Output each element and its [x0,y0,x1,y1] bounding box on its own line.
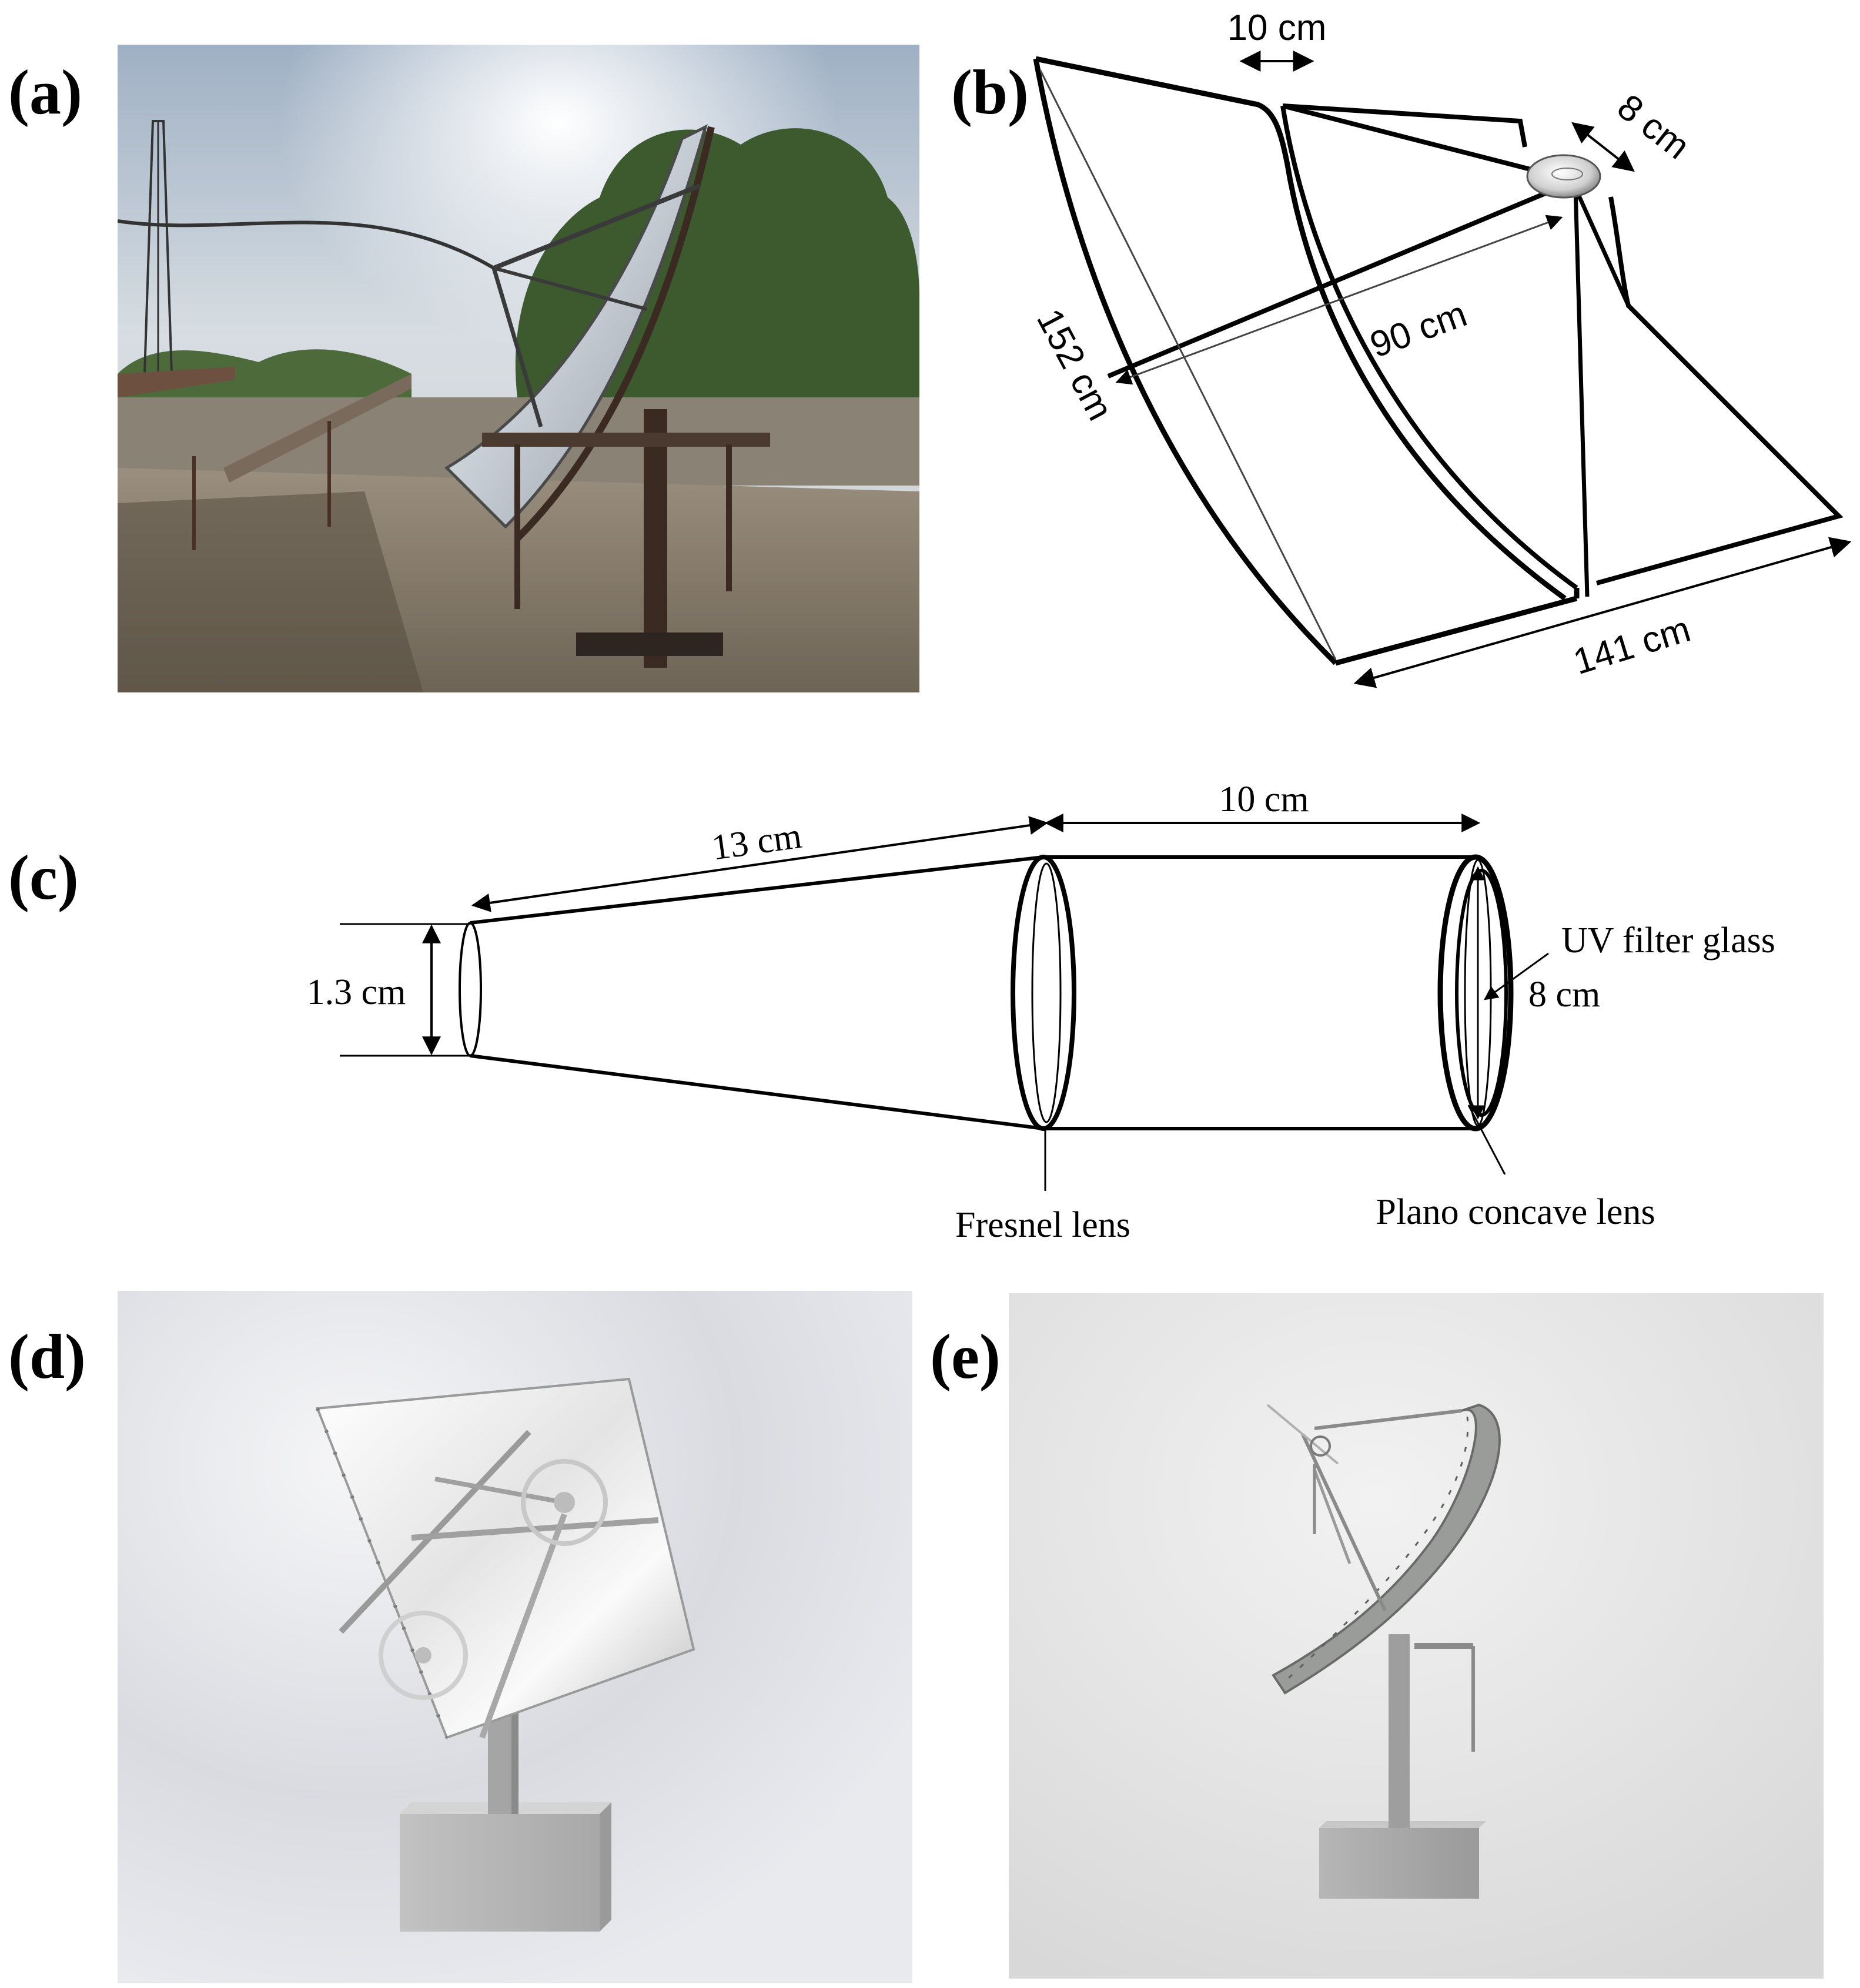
panel-c-lens-assembly: 13 cm 10 cm 1.3 cm 8 cm UV filter glass … [0,741,1860,1258]
callout-fresnel-lens: Fresnel lens [955,1205,1130,1245]
dim-10cm-cylinder: 10 cm [1219,779,1309,819]
dim-8cm-lens: 8 cm [1528,975,1600,1015]
fresnel-lens [1011,855,1076,1131]
callout-plano-concave-lens: Plano concave lens [1376,1192,1655,1232]
panel-label-c: (c) [8,843,79,913]
dish-render-front [118,1291,912,1983]
plano-concave-lens [1437,854,1514,1132]
panel-label-e: (e) [930,1322,1001,1392]
panel-a-photo [118,45,919,692]
panel-d-render [118,1291,912,1983]
panel-b-schematic: 10 cm 8 cm 90 cm 152 cm 141 cm [941,0,1860,705]
panel-label-d: (d) [8,1322,86,1392]
panel-label-a: (a) [8,58,82,128]
panel-label-b: (b) [951,58,1029,128]
dim-152cm: 152 cm [1029,302,1120,427]
dim-90cm: 90 cm [1365,293,1472,366]
callout-uv-filter-glass: UV filter glass [1561,921,1775,960]
trough-collector-diagram: 10 cm 8 cm 90 cm 152 cm 141 cm [1029,8,1852,688]
dim-141cm: 141 cm [1569,609,1695,682]
panel-e-render [1009,1293,1824,1979]
dish-render-side [1009,1293,1824,1979]
receiver-icon-side [1310,1435,1331,1457]
dim-1p3cm: 1.3 cm [307,972,406,1012]
dim-10cm-top: 10 cm [1227,8,1327,48]
solar-concentrator-photo [118,45,919,692]
receiver-ring-icon [521,1459,608,1546]
lens-assembly-diagram: 13 cm 10 cm 1.3 cm 8 cm UV filter glass … [307,779,1775,1245]
dim-8cm: 8 cm [1610,86,1697,167]
receiver-icon [1526,154,1601,199]
entrance-aperture [459,922,482,1057]
